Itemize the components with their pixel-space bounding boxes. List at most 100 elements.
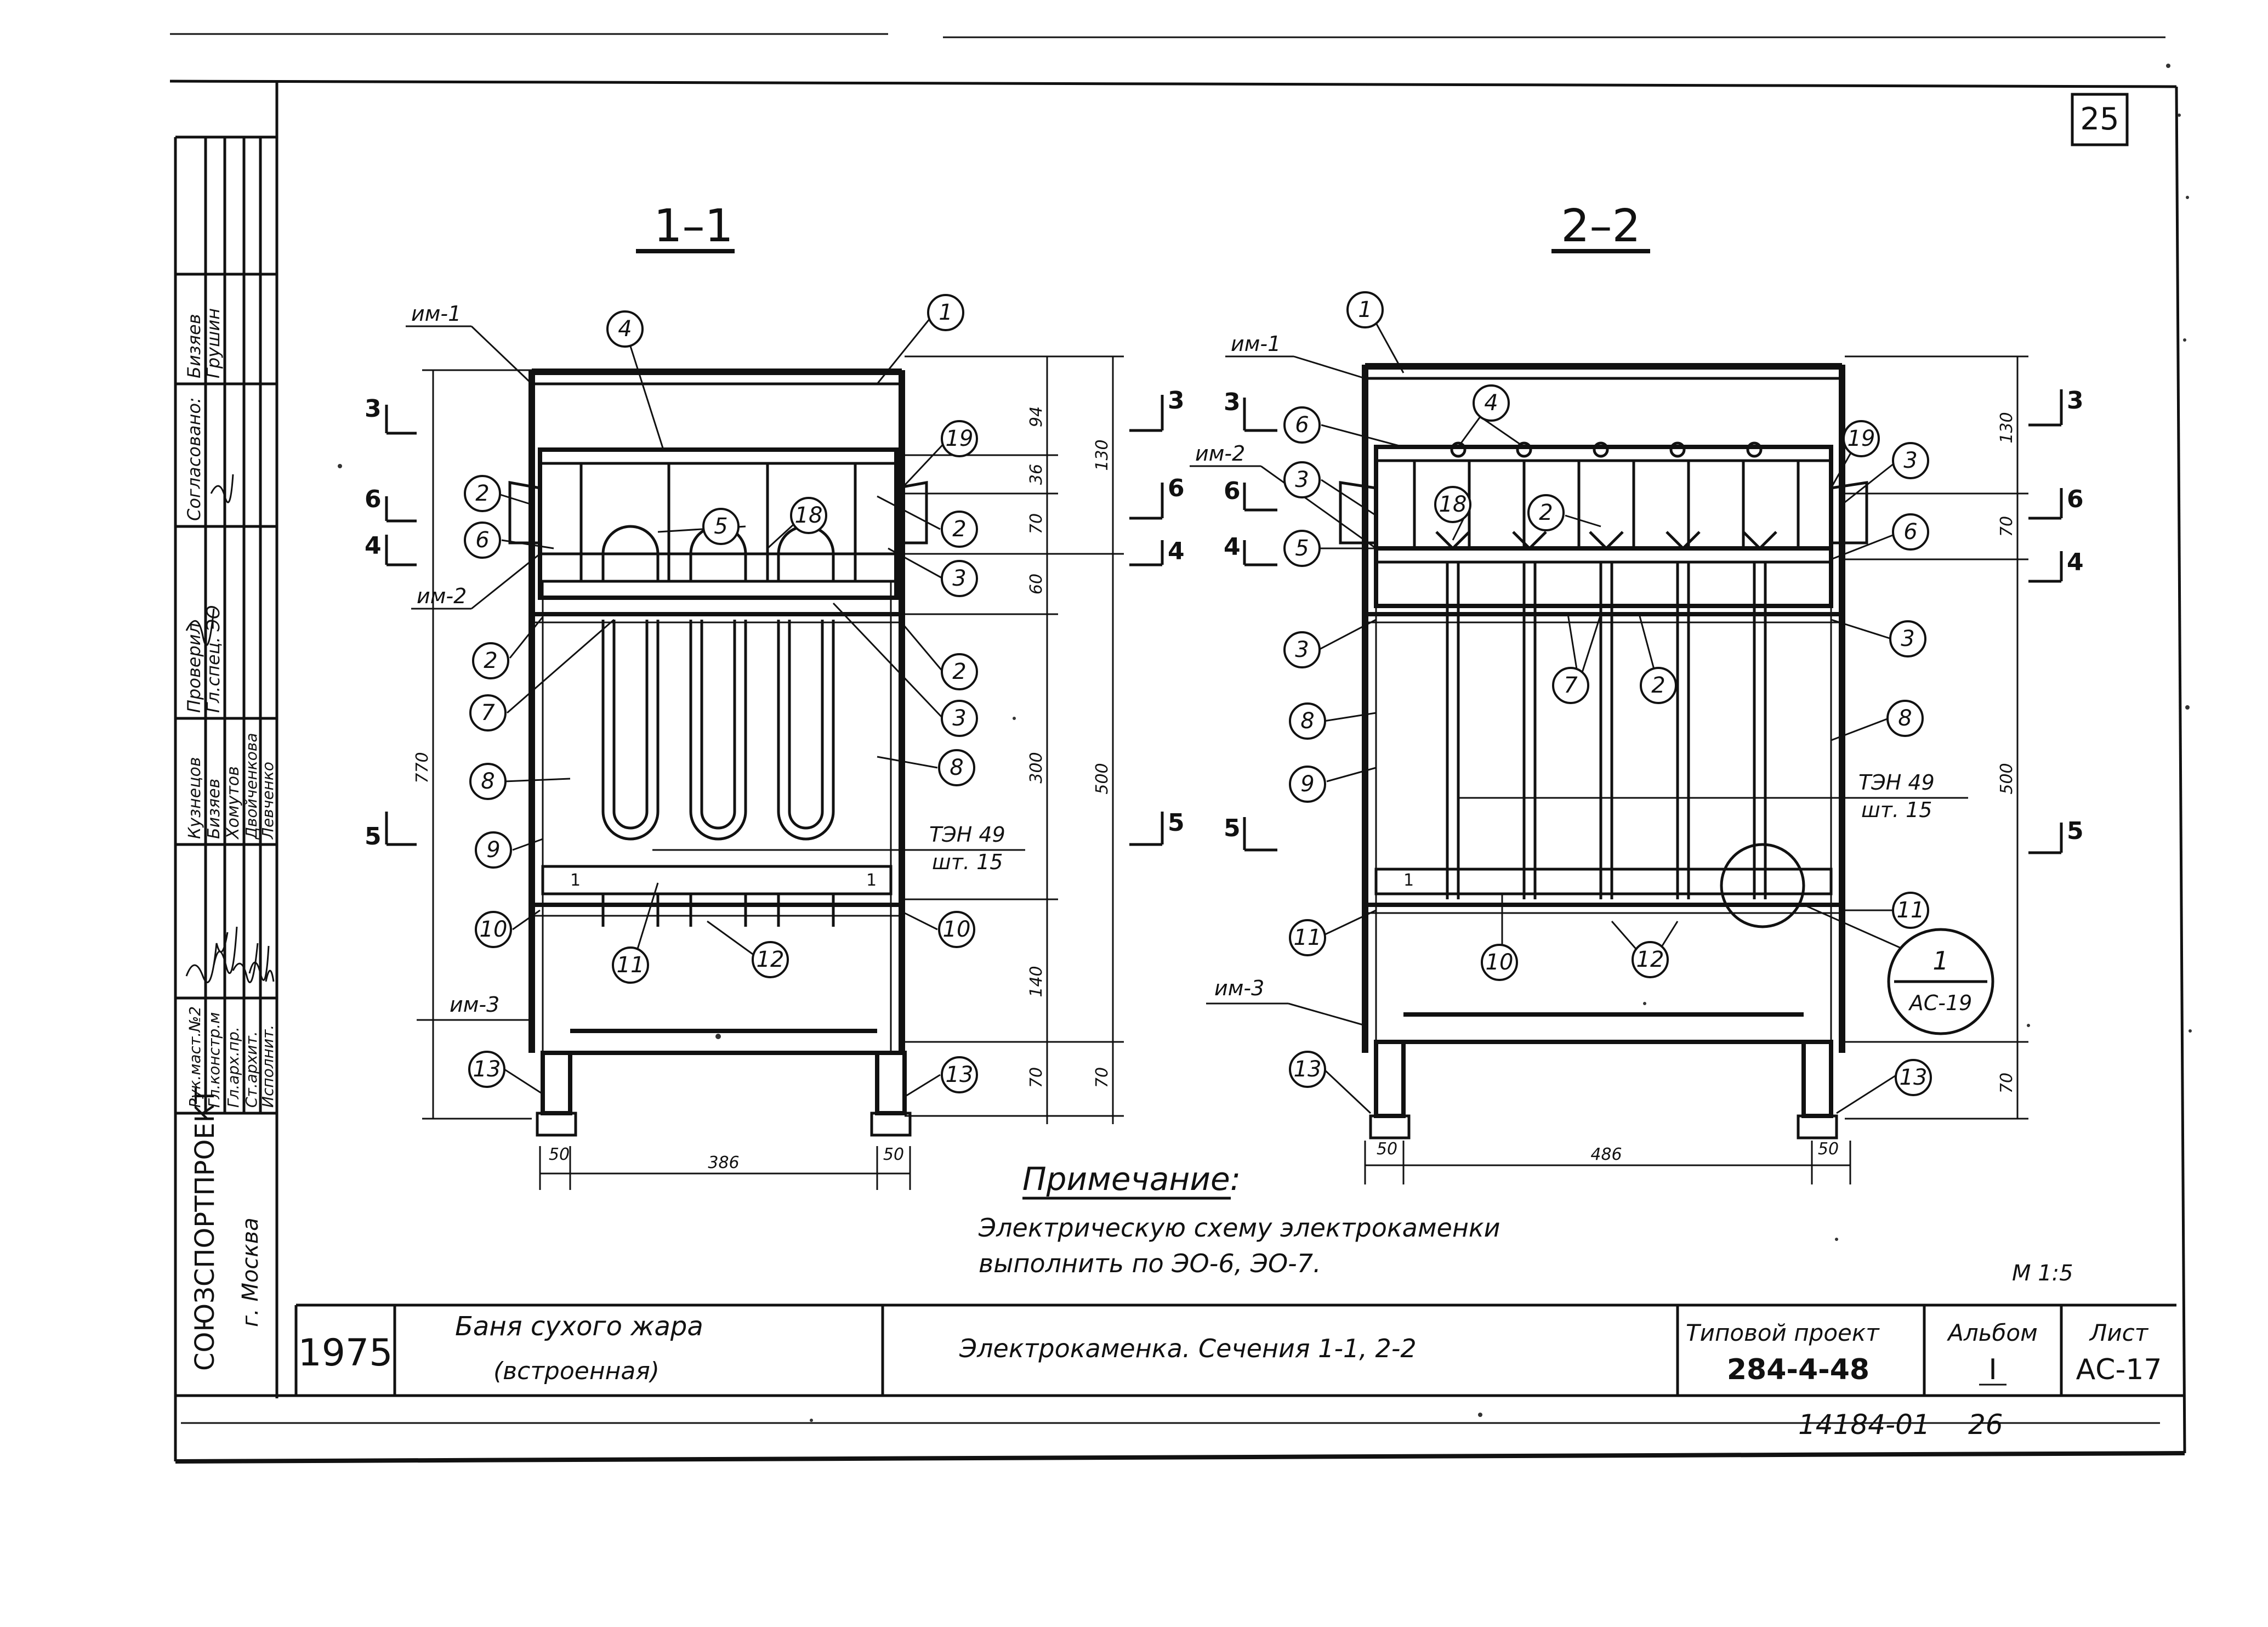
s2-section-mark-4-right: 4	[2067, 548, 2084, 576]
callout-s1-4: 4	[618, 316, 632, 342]
s2-section-mark-4-left: 4	[1224, 533, 1241, 561]
stamp-name-5: Левченко	[259, 762, 277, 840]
dim-70-a: 70	[1027, 513, 1046, 534]
section-mark-6-right: 6	[1168, 474, 1185, 502]
callout-s2-11-right: 11	[1897, 898, 1925, 923]
dim-770: 770	[413, 752, 432, 783]
dim-s2-70-b: 70	[1997, 1073, 2016, 1093]
title-album-label: Альбом	[1946, 1319, 2038, 1346]
dim-60: 60	[1027, 574, 1046, 594]
callout-s2-19: 19	[1848, 426, 1875, 451]
section-mark-4-right: 4	[1168, 537, 1185, 565]
section-mark-3-left: 3	[365, 395, 382, 423]
label-im-3-s2: им-3	[1214, 976, 1264, 1000]
dim-bottom-50-left: 50	[549, 1145, 570, 1164]
title-sheet-code: АС-17	[2076, 1353, 2162, 1386]
label-im-2-s1: им-2	[417, 584, 467, 608]
callout-s2-2-upper: 2	[1539, 500, 1553, 525]
callout-s2-18: 18	[1439, 492, 1467, 517]
label-ten-s2: ТЭН 49	[1858, 770, 1935, 795]
stamp-agreed-label: Согласовано:	[184, 397, 204, 521]
title-block: 1975 Баня сухого жара (встроенная) Элект…	[294, 1303, 2176, 1396]
callout-s2-9: 9	[1300, 772, 1314, 797]
stamp-role-1: Рук.маст.№2	[186, 1006, 204, 1108]
title-sheet-label: Лист	[2089, 1319, 2149, 1346]
callout-s2-12: 12	[1636, 947, 1664, 972]
section1-callouts: 1 4 19 2 2 5 18 6 3 2 2 3 7 8 8 9 10 11 …	[464, 294, 978, 1093]
stamp-city: г. Москва	[238, 1217, 263, 1327]
stamp-role-5: Исполнит.	[259, 1025, 277, 1108]
stamp-agreed-name-2: Грушин	[203, 308, 224, 378]
callout-s1-1: 1	[939, 300, 952, 325]
section-1-1: 1 1 94 36 70 60 300 140 70 130 500	[365, 294, 1185, 1190]
callout-s1-18: 18	[795, 503, 823, 528]
callout-s1-7: 7	[481, 700, 495, 725]
callout-s2-13-right: 13	[1900, 1065, 1928, 1090]
scale-label: М 1:5	[2012, 1261, 2073, 1286]
dim-94: 94	[1027, 406, 1046, 427]
note-line-2: выполнить по ЭО-6, ЭО-7.	[979, 1249, 1321, 1278]
callout-s1-5: 5	[714, 514, 727, 539]
bottom-number-2: 26	[1968, 1409, 2003, 1441]
callout-s2-1: 1	[1358, 297, 1372, 322]
label-im-1-s1: им-1	[411, 302, 461, 326]
stamp-role-2: Гл.констр.м	[205, 1012, 223, 1108]
title-project-number: 284-4-48	[1727, 1353, 1869, 1386]
dim-s2-bottom-50-left: 50	[1377, 1140, 1397, 1159]
section1-inner-mark-left: 1	[570, 871, 581, 890]
s2-section-mark-6-left: 6	[1224, 477, 1241, 505]
callout-s1-6: 6	[475, 528, 489, 553]
section-title-2-2: 2–2	[1561, 200, 1640, 252]
callout-s1-13-left: 13	[473, 1057, 501, 1082]
callout-s1-2-lower-left: 2	[484, 648, 497, 673]
callout-s1-3-lower: 3	[952, 706, 966, 731]
title-object-line1: Баня сухого жара	[455, 1311, 703, 1342]
s2-section-mark-3-left: 3	[1224, 388, 1241, 416]
section-2-2: 1 1 АС-19 130 70 500 70	[1190, 291, 2084, 1184]
label-qty-s1: шт. 15	[932, 850, 1003, 874]
callout-s1-13-right: 13	[946, 1062, 974, 1087]
stamp-name-2: Бизяев	[204, 779, 224, 839]
stamp-role-4: Ст.архит.	[242, 1031, 260, 1108]
callout-s2-7: 7	[1564, 673, 1578, 698]
stamp-agreed-role: Гл.спец. ЭО	[203, 605, 224, 713]
callout-s1-3-upper: 3	[952, 566, 966, 591]
callout-s1-9: 9	[486, 837, 500, 863]
dim-140: 140	[1027, 966, 1046, 997]
callout-s1-8-left: 8	[481, 769, 494, 794]
callout-s2-2-lower: 2	[1651, 673, 1665, 698]
note-line-1: Электрическую схему электрокаменки	[978, 1213, 1500, 1243]
section-mark-4-left: 4	[365, 532, 382, 560]
section2-inner-mark: 1	[1403, 871, 1414, 890]
stamp-name-4: Двойченкова	[242, 733, 260, 840]
callout-s1-2-upper-left: 2	[475, 481, 489, 506]
label-im-3-s1: им-3	[450, 993, 499, 1017]
title-object-line2: (встроенная)	[493, 1357, 660, 1385]
callout-s2-3-lower-right: 3	[1901, 626, 1914, 651]
sheet-number-box: 25	[2071, 93, 2129, 146]
section-mark-6-left: 6	[365, 485, 382, 513]
callout-s1-19: 19	[946, 426, 974, 451]
stamp-checked-label: Проверил	[184, 623, 204, 713]
callout-s1-10-left: 10	[480, 917, 508, 942]
s2-section-mark-5-left: 5	[1224, 814, 1241, 842]
stamp-organization: СОЮЗСПОРТПРОЕКТ	[190, 1087, 220, 1371]
dim-300: 300	[1027, 752, 1046, 783]
title-year: 1975	[298, 1331, 393, 1375]
s2-section-mark-3-right: 3	[2067, 387, 2084, 415]
dim-bottom-50-right: 50	[883, 1145, 904, 1164]
callout-s2-6-left: 6	[1295, 412, 1309, 438]
callout-s2-3-upper-left: 3	[1295, 467, 1309, 492]
section-mark-3-right: 3	[1168, 387, 1185, 415]
callout-s1-12: 12	[757, 947, 785, 972]
s2-section-mark-5-right: 5	[2067, 817, 2084, 845]
dim-s2-bottom-486: 486	[1590, 1145, 1622, 1164]
dim-s2-500: 500	[1997, 763, 2016, 794]
label-im-2-s2: им-2	[1195, 441, 1245, 466]
dim-130: 130	[1093, 439, 1112, 470]
detail-ref-sheet: АС-19	[1908, 991, 1973, 1015]
stamp-name-3: Хомутов	[224, 766, 243, 840]
label-im-1-s2: им-1	[1231, 332, 1281, 356]
callout-s2-3-lower-left: 3	[1295, 637, 1309, 662]
